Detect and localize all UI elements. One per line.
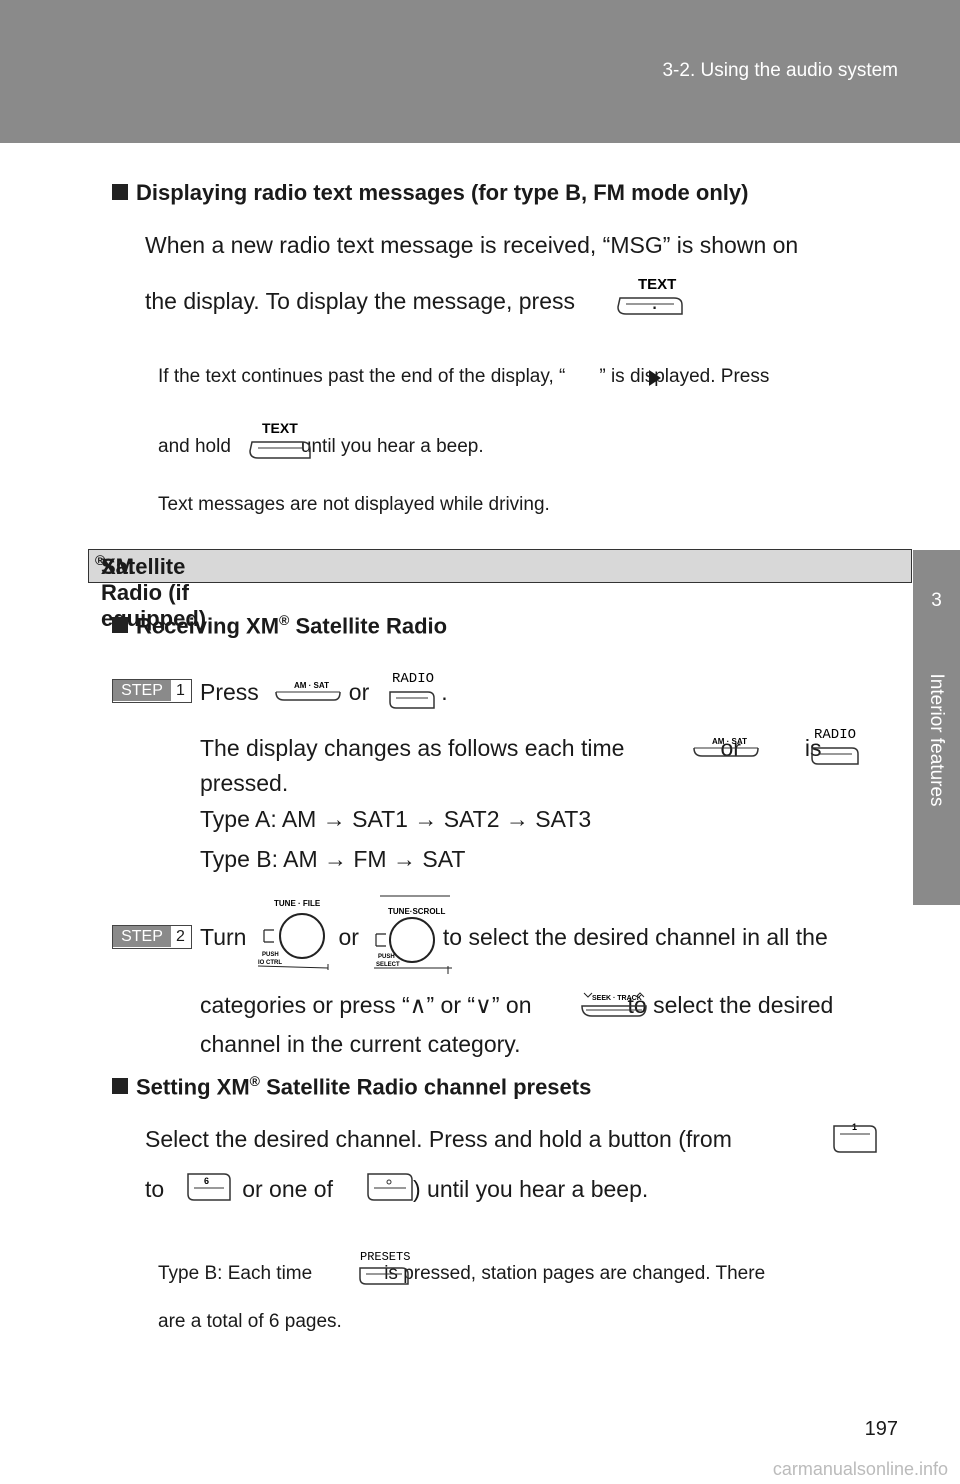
svg-text:PUSH: PUSH — [378, 954, 395, 960]
tune-scroll-knob-icon: TUNE·SCROLL PUSH SELECT — [374, 895, 452, 974]
step-1-detail-line2: pressed. — [200, 770, 289, 796]
section-header: 3-2. Using the audio system — [662, 60, 898, 81]
svg-text:AM · SAT: AM · SAT — [712, 737, 747, 746]
text-button-icon: TEXT — [249, 420, 311, 459]
page-number: 197 — [864, 1418, 898, 1440]
side-tab: 3 Interior features — [913, 0, 960, 1484]
svg-text:SELECT: SELECT — [376, 962, 400, 968]
svg-text:SEEK · TRACK: SEEK · TRACK — [592, 995, 642, 1002]
svg-text:TUNE·SCROLL: TUNE·SCROLL — [388, 907, 445, 916]
svg-text:1: 1 — [852, 1122, 857, 1132]
receiving-heading: Receiving XM® Satellite Radio — [112, 612, 447, 639]
header-band — [0, 0, 960, 143]
svg-text:PRESETS: PRESETS — [360, 1250, 410, 1264]
step-2-line3: channel in the current category. — [200, 1031, 521, 1057]
presets-heading: Setting XM® Satellite Radio channel pres… — [112, 1073, 591, 1100]
text-button-icon: TEXT — [617, 276, 683, 315]
chapter-number: 3 — [931, 590, 942, 611]
note-text-continues: If the text continues past the end of th… — [158, 366, 770, 387]
am-sat-button-icon: AM · SAT — [693, 737, 759, 757]
svg-text:TUNE · FILE: TUNE · FILE — [274, 899, 321, 908]
right-arrow-icon — [649, 370, 661, 386]
preset-6-button-icon: 6 — [187, 1173, 231, 1201]
radio-text-heading: Displaying radio text messages (for type… — [112, 180, 748, 206]
presets-line1: Select the desired channel. Press and ho… — [145, 1126, 732, 1152]
svg-text:PUSH: PUSH — [262, 952, 279, 958]
type-a-sequence: Type A: AM → SAT1 → SAT2 → SAT3 — [200, 806, 592, 832]
am-sat-button-icon: AM · SAT — [275, 681, 341, 701]
svg-text:RADIO: RADIO — [392, 671, 434, 687]
radio-text-para-line2: the display. To display the message, pre… — [145, 288, 658, 314]
radio-button-icon: RADIO — [389, 671, 435, 709]
radio-button-icon: RADIO — [811, 727, 859, 765]
tune-file-knob-icon: TUNE · FILE PUSH IO CTRL — [257, 899, 329, 970]
section-title: XM® Satellite Radio (if equipped) — [95, 552, 207, 631]
square-bullet-icon — [112, 184, 128, 200]
svg-text:RADIO: RADIO — [814, 727, 856, 743]
square-bullet-icon — [112, 617, 128, 634]
watermark: carmanualsonline.info — [772, 1459, 948, 1479]
square-bullet-icon — [112, 1078, 128, 1095]
chapter-label: Interior features — [926, 673, 947, 807]
side-tab-band — [913, 550, 960, 905]
note-not-while-driving: Text messages are not displayed while dr… — [158, 494, 550, 515]
section-title-bar: XM® Satellite Radio (if equipped) — [88, 549, 912, 631]
type-b-sequence: Type B: AM → FM → SAT — [200, 846, 466, 872]
svg-text:6: 6 — [204, 1176, 209, 1186]
svg-text:IO CTRL: IO CTRL — [258, 960, 282, 966]
radio-text-para-line1: When a new radio text message is receive… — [145, 232, 799, 258]
preset-1-button-icon: 1 — [833, 1122, 877, 1153]
presets-note-line2: are a total of 6 pages. — [158, 1311, 342, 1332]
preset-button-icon — [367, 1173, 413, 1201]
svg-text:TEXT: TEXT — [638, 276, 676, 293]
seek-track-button-icon: SEEK · TRACK — [581, 992, 647, 1017]
presets-button-icon: PRESETS — [359, 1250, 410, 1285]
svg-text:AM · SAT: AM · SAT — [294, 681, 329, 690]
svg-text:TEXT: TEXT — [262, 420, 298, 436]
